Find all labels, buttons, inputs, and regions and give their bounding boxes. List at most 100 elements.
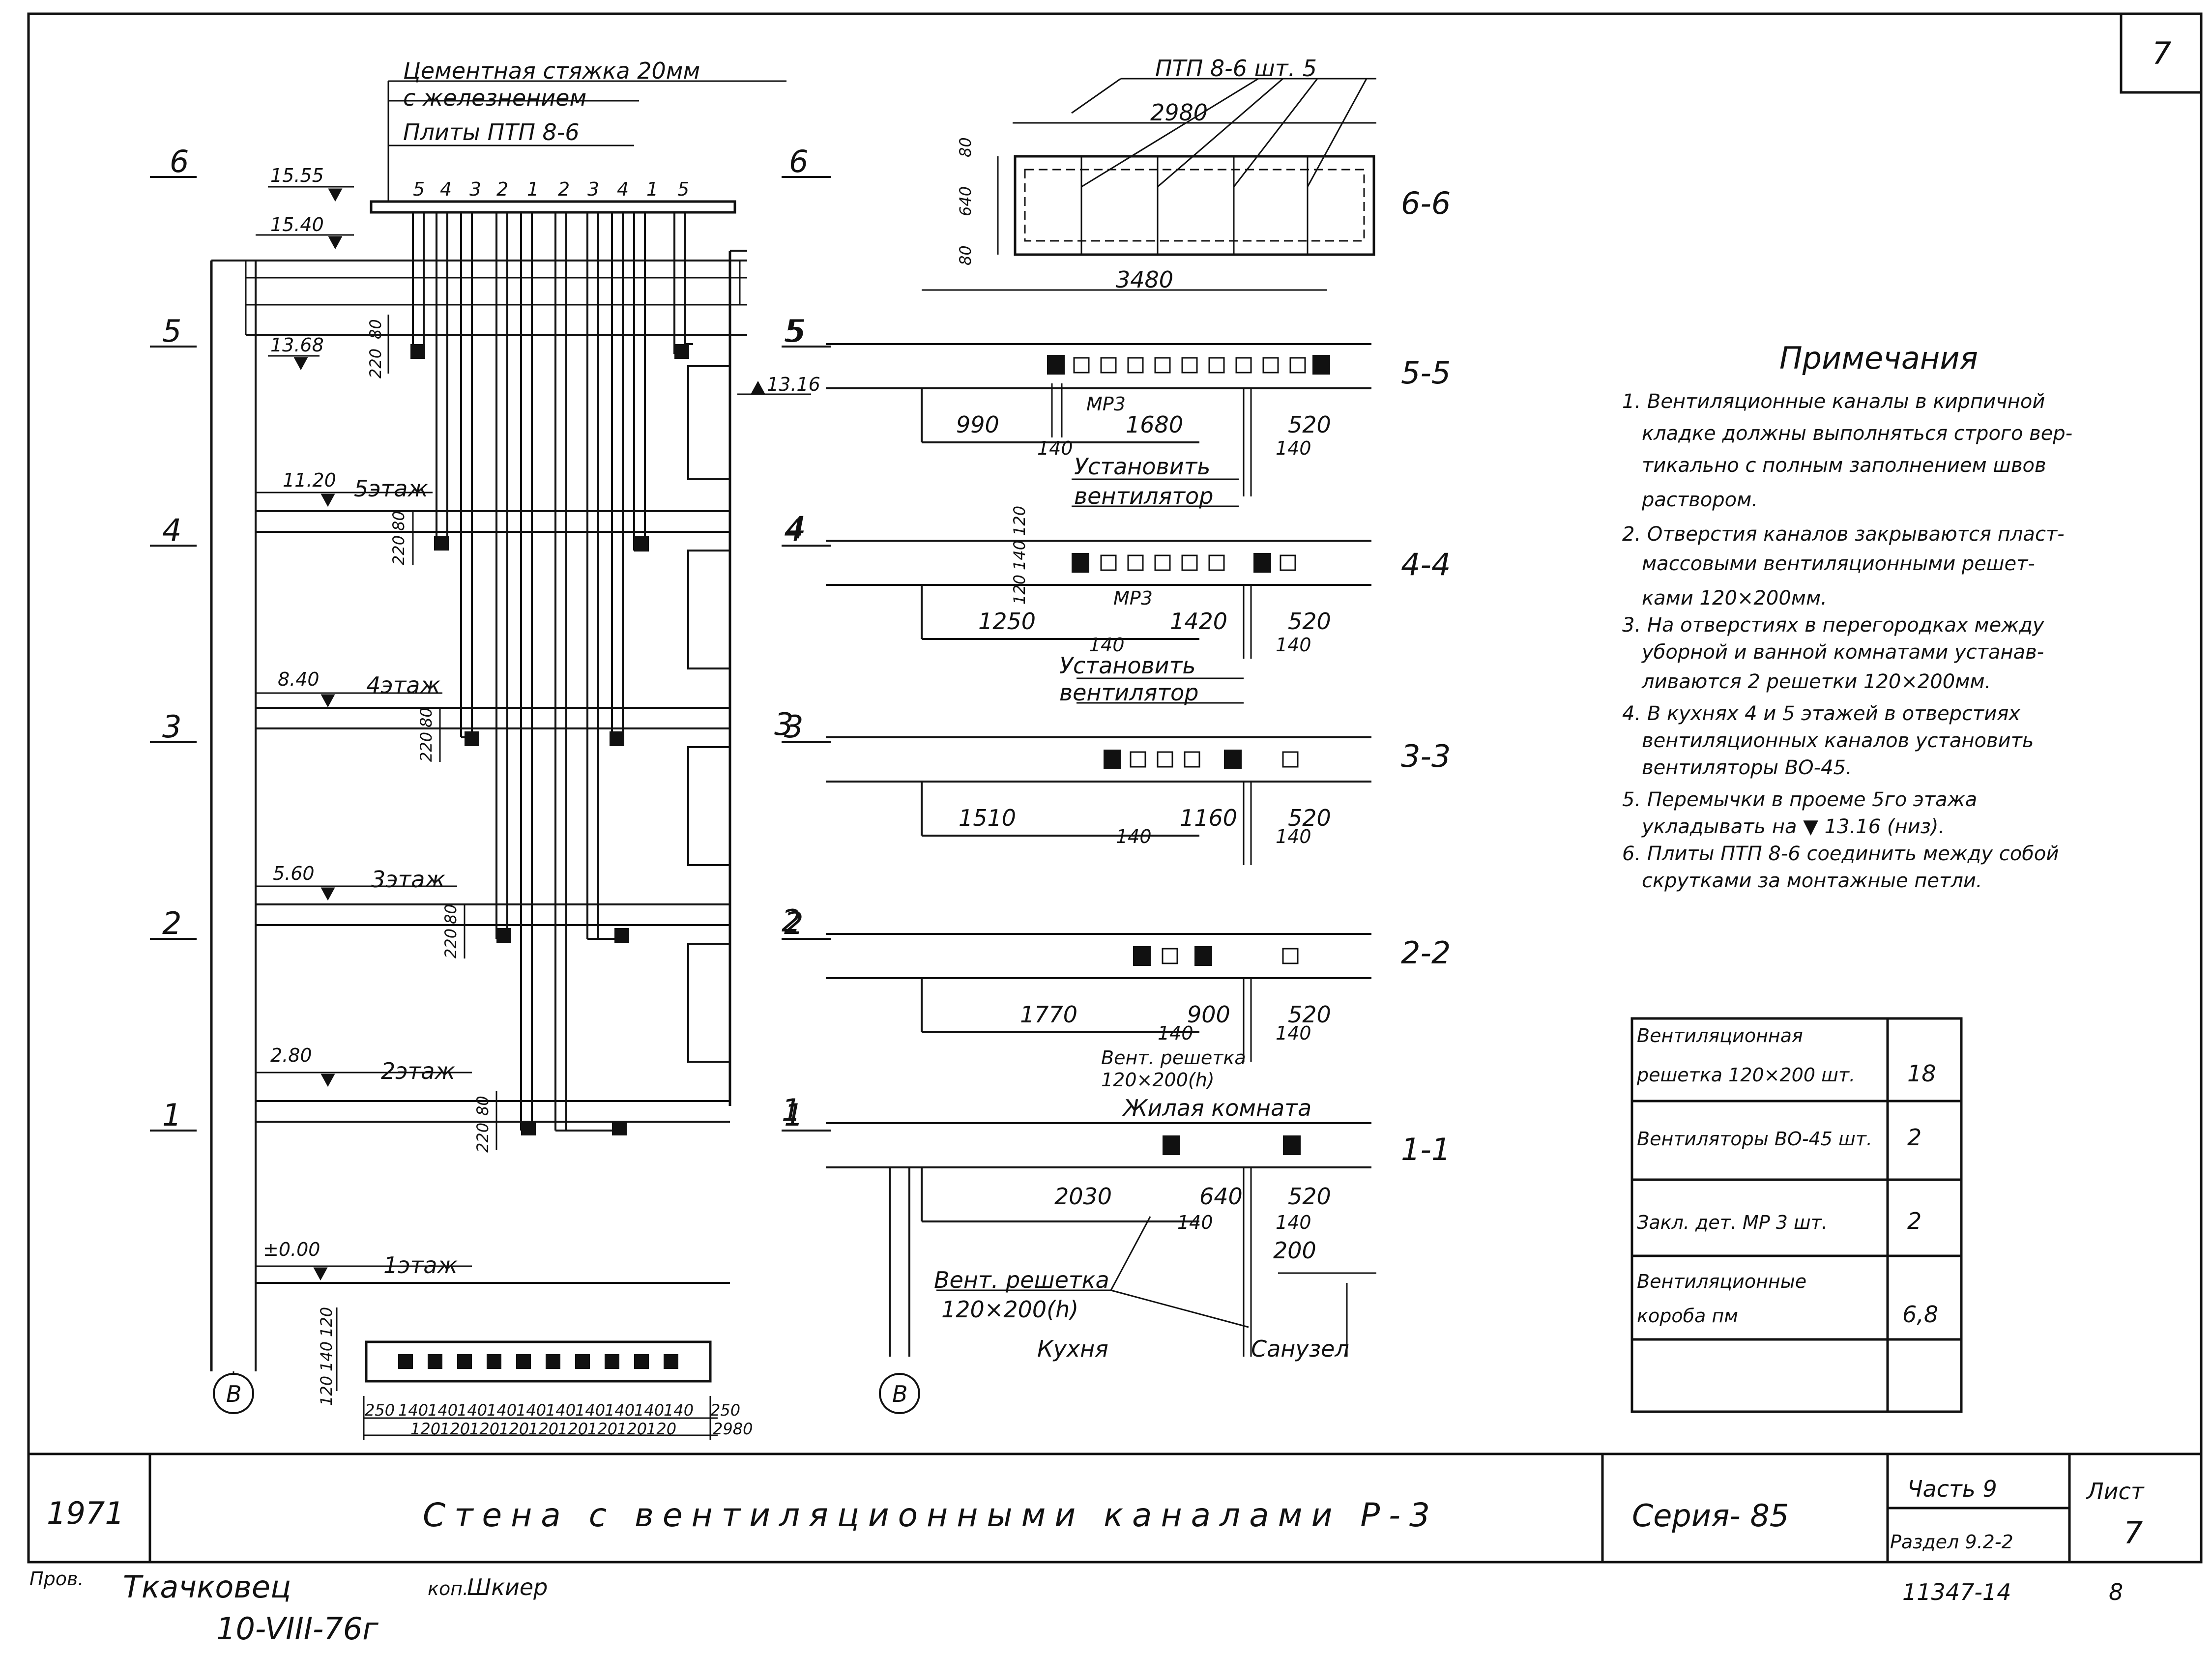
section-4-mark: 4 — [786, 510, 806, 546]
strip-side-dim: 120 — [317, 1376, 336, 1406]
strip-side-dim: 120 — [317, 1307, 336, 1337]
floor-label: 4этаж — [366, 672, 440, 698]
note-line: тикально с полным заполнением швов — [1642, 454, 2046, 477]
section-2-below: 140 — [1158, 1022, 1193, 1044]
page-number: 7 — [2152, 35, 2171, 71]
section-1-mark: 1 — [782, 1092, 801, 1128]
section-4-mid: 1420 — [1170, 608, 1227, 635]
section-2-title: 2-2 — [1401, 935, 1451, 971]
section-2-left: 1770 — [1020, 1001, 1077, 1028]
dim-label: 80 — [389, 511, 408, 531]
note-line: 5. Перемычки в проеме 5го этажа — [1622, 788, 1977, 811]
strip-dim: 140 — [605, 1401, 635, 1420]
spec-row-name: Закл. дет. МР 3 шт. — [1637, 1212, 1828, 1233]
label-reinforcement: с железнением — [403, 85, 586, 111]
section-4-title: 4-4 — [1401, 547, 1451, 582]
section-mark-left: 3 — [162, 709, 181, 745]
floor-label: 3этаж — [371, 866, 445, 893]
section-1-left: 2030 — [1054, 1183, 1112, 1210]
section-1-right: 520 — [1288, 1183, 1331, 1210]
section-4-below: 140 — [1089, 634, 1125, 656]
plate-side-dim: 640 — [956, 186, 975, 216]
note-line: скрутками за монтажные петли. — [1642, 870, 1982, 892]
section-5-below: 140 — [1037, 437, 1073, 459]
copy-name: Шкиер — [467, 1574, 548, 1600]
spec-row-name: Вентиляционная — [1637, 1025, 1803, 1046]
dim-label: 220 — [473, 1123, 492, 1153]
dim-label: 220 — [366, 348, 385, 378]
section-3-left: 1510 — [959, 805, 1016, 831]
channel-number: 2 — [496, 178, 508, 200]
section-4-note1: МР3 — [1113, 587, 1153, 609]
section-mark-left: 6 — [170, 144, 189, 179]
note-line: 2. Отверстия каналов закрываются пласт- — [1622, 523, 2065, 546]
level-value: ±0.00 — [263, 1239, 320, 1260]
dim-label: 220 — [389, 535, 408, 565]
section-5-width: 3480 — [1116, 266, 1173, 293]
spec-table — [1630, 1017, 1963, 1413]
section-mark-right: 1 — [784, 1097, 803, 1133]
floor-label: 1этаж — [383, 1252, 458, 1278]
section-5-left: 990 — [956, 411, 999, 438]
plate-side-dim: 80 — [956, 137, 975, 157]
sheet-number: 7 — [2124, 1515, 2143, 1551]
copy-number: 8 — [2109, 1579, 2123, 1605]
note-line: раствором. — [1641, 489, 1758, 511]
section-1-below: 140 — [1177, 1212, 1213, 1233]
section-mark-left: 4 — [162, 512, 181, 548]
checked-name: Ткачковец — [123, 1569, 291, 1605]
strip-dim: 140 — [664, 1401, 694, 1420]
section-side-dim: 120 — [1010, 506, 1029, 536]
spec-row-name: короба пм — [1637, 1305, 1738, 1327]
spec-row-qty: 2 — [1907, 1208, 1921, 1234]
section-mark-left: 1 — [162, 1097, 181, 1133]
section-5-below-right: 140 — [1276, 437, 1311, 459]
axis-label: В — [892, 1381, 908, 1407]
section-5-title: 5-5 — [1401, 355, 1451, 391]
strip-dim: 140 — [398, 1401, 428, 1420]
section-5-right: 520 — [1288, 411, 1331, 438]
level-value: 11.20 — [283, 469, 336, 491]
dim-label: 80 — [441, 904, 460, 924]
duct-plan-strip — [336, 1307, 718, 1440]
strip-dim-bottom: 120 — [558, 1420, 588, 1438]
section-number: Раздел 9.2-2 — [1890, 1531, 2013, 1553]
strip-dim: 250 — [710, 1401, 740, 1420]
plate-width: 2980 — [1150, 99, 1208, 126]
section-5-note3: вентилятор — [1074, 483, 1213, 509]
note-line: 1. Вентиляционные каналы в кирпичной — [1622, 390, 2045, 413]
section-mark-right: 3 — [784, 709, 803, 745]
channel-number: 3 — [587, 178, 599, 200]
channel-number: 5 — [413, 178, 425, 200]
level-value: 15.40 — [270, 214, 324, 235]
section-4-left: 1250 — [978, 608, 1036, 635]
spec-row-name: решетка 120×200 шт. — [1636, 1064, 1855, 1086]
plate-title: ПТП 8-6 шт. 5 — [1155, 55, 1317, 82]
dim-label: 80 — [417, 707, 436, 727]
strip-dim-bottom: 120 — [469, 1420, 499, 1438]
strip-dim-bottom: 120 — [410, 1420, 440, 1438]
strip-dim-bottom: 120 — [617, 1420, 647, 1438]
section-2-mid: 900 — [1187, 1001, 1230, 1028]
section-4-note2: Установить — [1059, 652, 1195, 679]
dim-label: 80 — [366, 319, 385, 339]
part: Часть 9 — [1907, 1476, 1997, 1502]
strip-dim-bottom: 120 — [587, 1420, 617, 1438]
section-1-note2: 120×200(h) — [941, 1296, 1078, 1323]
series: Серия- 85 — [1632, 1498, 1789, 1534]
section-4-below-right: 140 — [1276, 634, 1311, 656]
wall-elevation — [150, 80, 831, 1414]
section-1-extra: 200 — [1273, 1237, 1316, 1264]
checked-label: Пров. — [29, 1568, 84, 1590]
floor-label: 5этаж — [354, 475, 428, 502]
strip-total: 2980 — [713, 1420, 753, 1438]
section-3-title: 3-3 — [1401, 738, 1451, 774]
spec-row-name: Вентиляционные — [1637, 1271, 1806, 1292]
section-3-below-right: 140 — [1276, 826, 1311, 847]
doc-number: 11347-14 — [1902, 1579, 2011, 1605]
strip-side-dim: 140 — [317, 1341, 336, 1371]
strip-dim: 140 — [457, 1401, 487, 1420]
section-1-below-right: 140 — [1276, 1212, 1311, 1233]
spec-row-qty: 18 — [1907, 1060, 1936, 1087]
sheet-title: Стена с вентиляционными каналами Р-3 — [423, 1496, 1439, 1534]
